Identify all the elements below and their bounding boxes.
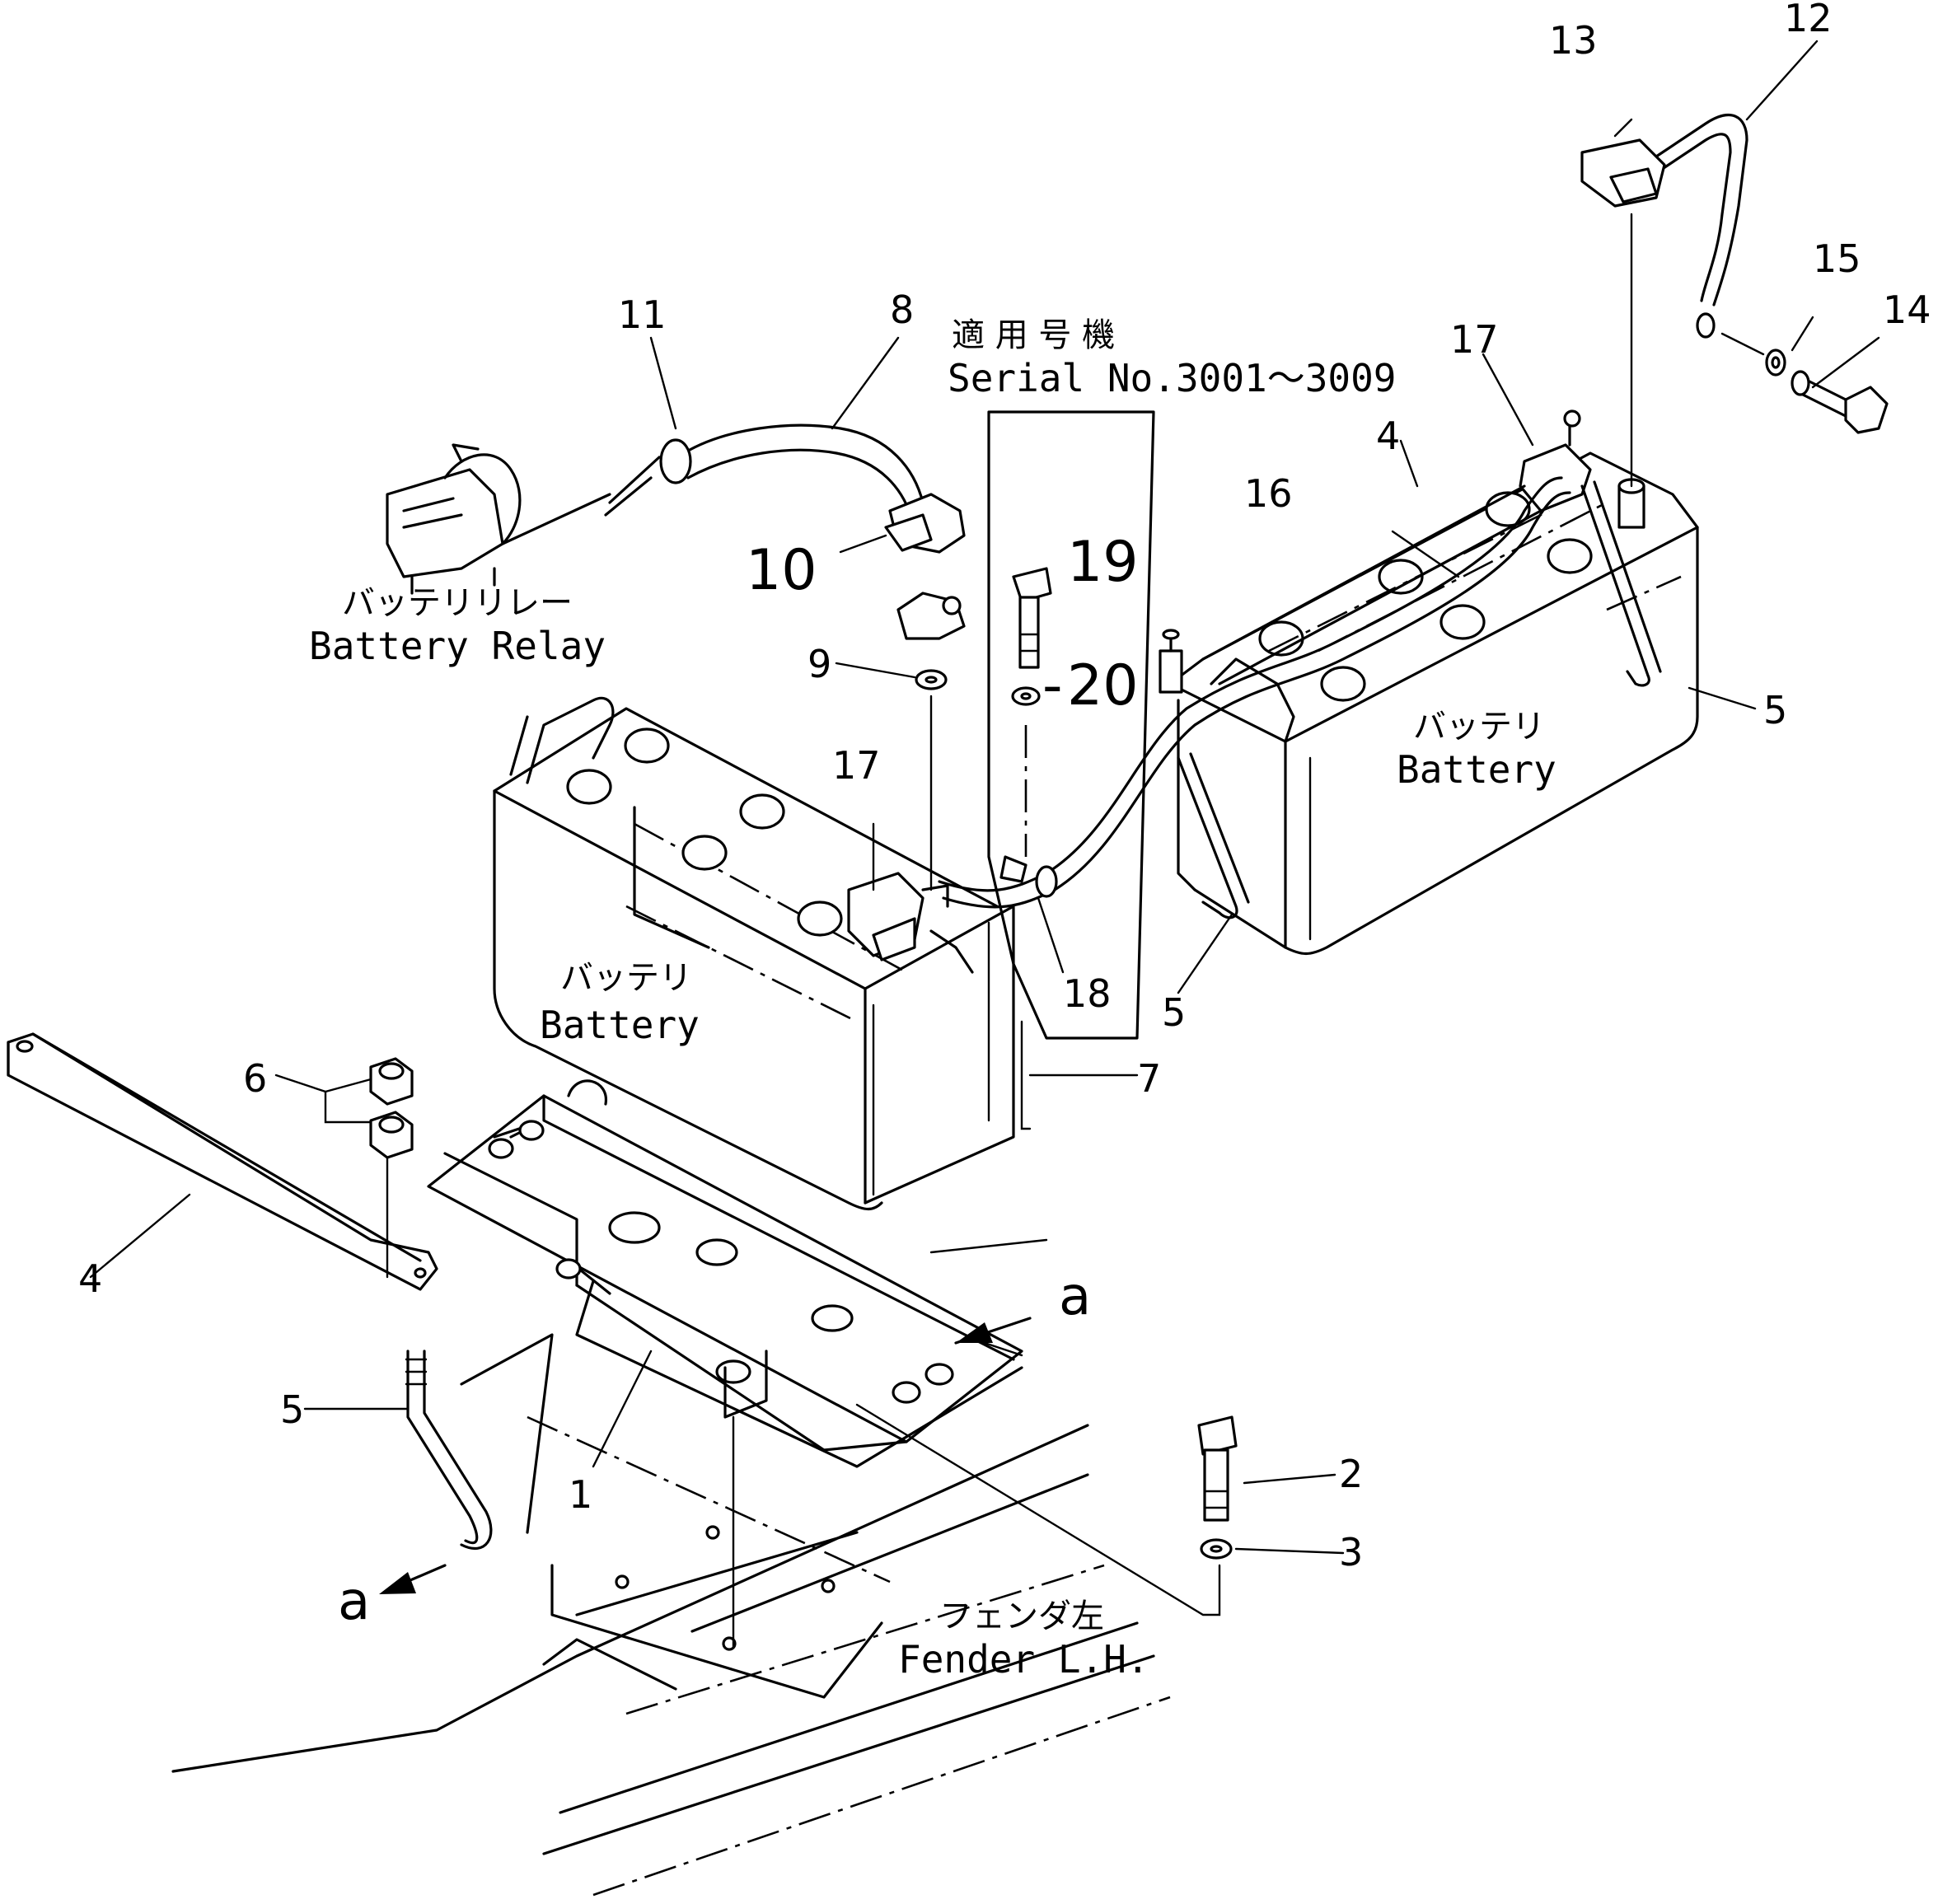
part-number-3: 3 xyxy=(1339,1530,1363,1574)
part-number-5-left: 5 xyxy=(280,1387,304,1432)
fender-lh xyxy=(171,1333,1171,1897)
text-labels: バッテリリレー Battery Relay バッテリ Battery バッテリ … xyxy=(309,316,1556,1682)
fender-label-en: Fender L.H. xyxy=(898,1637,1149,1682)
dash-20: - xyxy=(1042,653,1063,718)
part-number-9: 9 xyxy=(808,642,831,686)
battery-relay xyxy=(386,443,611,595)
battery-right-label-jp: バッテリ xyxy=(1413,708,1545,746)
serial-box xyxy=(987,410,1155,1040)
serial-label-en: Serial No.3001～3009 xyxy=(948,356,1397,400)
view-markers: a a xyxy=(338,1266,1091,1632)
battery-left-label-en: Battery xyxy=(540,1003,700,1047)
rod-5-right xyxy=(1177,480,1662,919)
battery-left xyxy=(493,696,1015,1211)
part-number-12: 12 xyxy=(1784,0,1833,40)
part-number-8: 8 xyxy=(890,288,914,332)
cable-8 xyxy=(604,423,966,554)
washer-3 xyxy=(1200,1538,1233,1560)
part-number-2: 2 xyxy=(1339,1452,1363,1496)
part-number-6: 6 xyxy=(243,1056,267,1101)
washer-9 xyxy=(915,669,948,891)
part-number-18: 18 xyxy=(1063,971,1112,1016)
part-number-4-right: 4 xyxy=(1376,414,1400,458)
battery-left-label-jp: バッテリ xyxy=(560,959,692,997)
view-marker-a-top: a xyxy=(1059,1266,1091,1327)
part-number-4-left: 4 xyxy=(78,1256,102,1301)
serial-label-jp: 適 用 号 機 xyxy=(952,316,1115,354)
washer-20 xyxy=(1011,686,1041,857)
part-number-16: 16 xyxy=(1244,471,1293,516)
part-number-1: 1 xyxy=(569,1472,592,1517)
bolt-2 xyxy=(1197,1415,1238,1522)
clamp-part xyxy=(896,592,966,640)
part-number-10: 10 xyxy=(746,538,817,603)
battery-right-label-en: Battery xyxy=(1397,747,1556,792)
nut-6 xyxy=(369,1057,414,1159)
bar-4-right xyxy=(1159,484,1550,694)
part-number-20: 20 xyxy=(1067,653,1139,718)
part-number-17-left: 17 xyxy=(832,743,881,788)
part-number-5-right: 5 xyxy=(1763,688,1787,732)
fender-label-jp: フェンダ左 xyxy=(939,1598,1104,1635)
battery-relay-label-en: Battery Relay xyxy=(309,624,606,668)
part-number-13: 13 xyxy=(1549,18,1598,63)
view-marker-a-bottom: a xyxy=(338,1571,370,1632)
part-number-15: 15 xyxy=(1813,236,1861,281)
part-number-5-middle: 5 xyxy=(1162,990,1186,1035)
bolt-14 xyxy=(1720,332,1889,434)
cable-12 xyxy=(1580,114,1748,488)
battery-tray xyxy=(427,1079,1023,1468)
battery-relay-label-jp: バッテリリレー xyxy=(342,584,573,622)
part-number-11: 11 xyxy=(618,292,667,337)
washer-15 xyxy=(1765,349,1786,377)
part-number-17-right: 17 xyxy=(1450,317,1499,362)
bolt-19 xyxy=(1012,567,1052,669)
bar-4-left xyxy=(7,1032,438,1291)
part-number-19: 19 xyxy=(1067,530,1139,595)
rod-5-left xyxy=(405,1350,493,1551)
part-number-14: 14 xyxy=(1883,288,1931,332)
part-number-7: 7 xyxy=(1137,1056,1161,1101)
leader-lines xyxy=(89,40,1880,1649)
part-numbers: 1 2 3 4 4 5 5 5 6 7 8 9 10 11 12 13 14 1… xyxy=(78,0,1931,1574)
cable-18 xyxy=(938,476,1571,909)
